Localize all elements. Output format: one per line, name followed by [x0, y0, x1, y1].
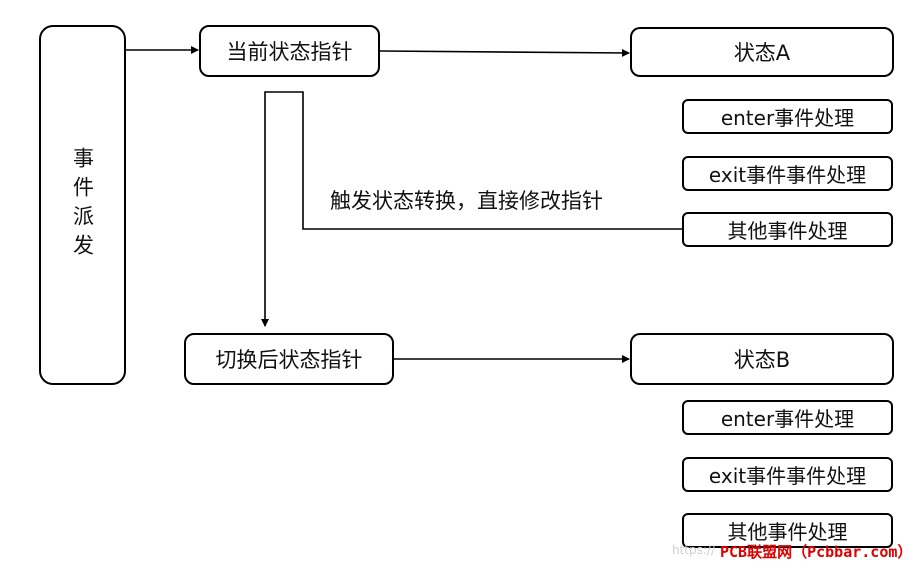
trigger-note: 触发状态转换，直接修改指针	[330, 189, 603, 213]
state-b-other-handler-label: 其他事件处理	[727, 520, 848, 544]
trigger-path	[261, 91, 682, 327]
arrow-current-to-state-a	[379, 48, 630, 57]
state-a-other-handler: 其他事件处理	[682, 212, 893, 247]
state-a-other-handler-label: 其他事件处理	[727, 219, 848, 243]
faint-url-watermark: https://	[672, 543, 716, 557]
state-b-box: 状态B	[630, 333, 894, 385]
next-state-pointer-box: 切换后状态指针	[184, 333, 394, 385]
site-watermark: PCB联盟网（Pcbbar.com）	[720, 543, 913, 561]
event-dispatch-label: 事件派发	[70, 147, 95, 263]
event-dispatch-box: 事件派发	[39, 25, 126, 385]
state-a-enter-handler: enter事件处理	[682, 99, 893, 134]
state-a-exit-handler-label: exit事件事件处理	[708, 163, 867, 187]
state-b-exit-handler: exit事件事件处理	[682, 457, 893, 492]
state-b-enter-handler: enter事件处理	[682, 400, 893, 435]
state-b-label: 状态B	[733, 348, 791, 372]
state-b-enter-handler-label: enter事件处理	[720, 407, 855, 431]
state-b-exit-handler-label: exit事件事件处理	[708, 464, 867, 488]
state-b-other-handler: 其他事件处理	[682, 513, 893, 548]
next-state-pointer-label: 切换后状态指针	[215, 348, 363, 372]
current-state-pointer-label: 当前状态指针	[226, 40, 353, 64]
state-a-label: 状态A	[733, 41, 791, 65]
state-a-enter-handler-label: enter事件处理	[720, 106, 855, 130]
current-state-pointer-box: 当前状态指针	[199, 25, 380, 77]
state-a-exit-handler: exit事件事件处理	[682, 156, 893, 191]
state-a-box: 状态A	[630, 27, 894, 77]
